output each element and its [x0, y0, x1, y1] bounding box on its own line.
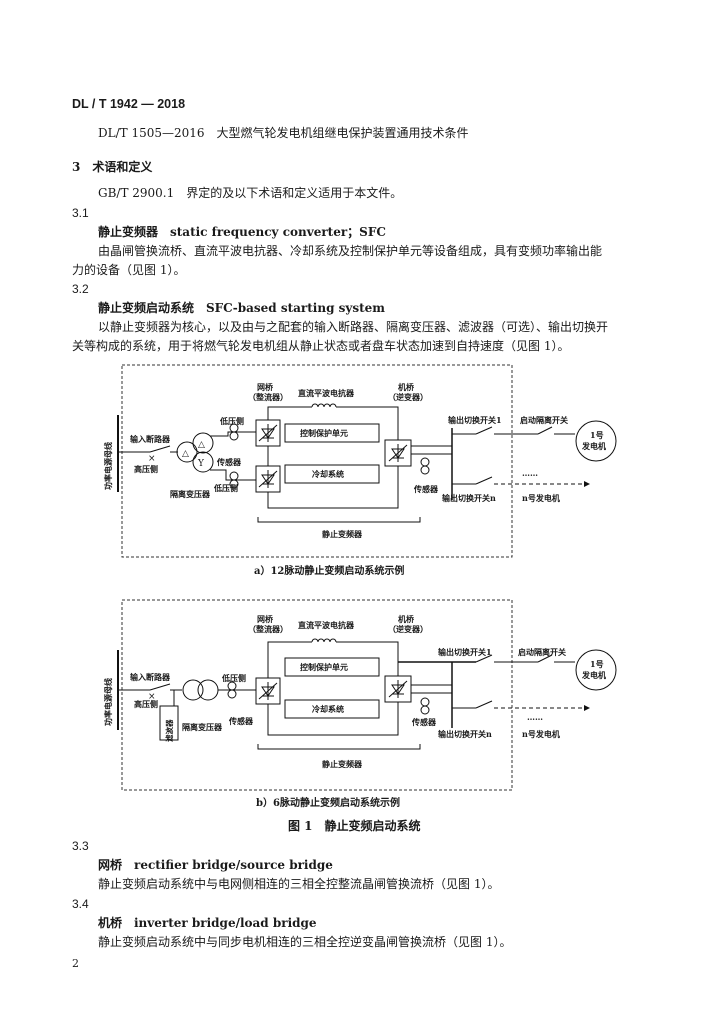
label-start-iso: 启动隔离开关 [518, 647, 566, 657]
label-dots: …… [522, 468, 538, 478]
term-definition: 以静止变频器为核心，以及由与之配套的输入断路器、隔离变压器、滤波器（可选）、输出… [98, 320, 609, 334]
label-cooling: 冷却系统 [312, 704, 344, 714]
output-switch-1 [475, 426, 493, 435]
label-iso-tf: 隔离变压器 [182, 722, 223, 732]
start-isolating-switch [537, 426, 553, 435]
label-lv-side: 低压侧 [219, 416, 244, 426]
label-load-bridge-sub: （逆变器） [388, 624, 428, 634]
start-isolating-switch [537, 654, 553, 663]
label-load-bridge: 机桥 [398, 614, 415, 624]
label-lv-side: 低压侧 [213, 483, 238, 493]
standard-number: DL / T 1942 — 2018 [72, 97, 186, 111]
control-protection-unit [284, 423, 380, 443]
label-out-swn: 输出切换开关n [442, 493, 496, 503]
svg-text:△: △ [182, 449, 189, 459]
label-hv-side: 高压侧 [134, 699, 158, 709]
term-number: 3.2 [72, 282, 89, 296]
label-lv-side: 低压侧 [221, 673, 246, 683]
term-title: 机桥 inverter bridge/load bridge [98, 916, 317, 930]
caption-b: b）6脉动静止变频启动系统示例 [256, 798, 400, 809]
dc-reactor [311, 638, 337, 643]
inverter-bridge [384, 439, 412, 467]
svg-text:△: △ [198, 440, 205, 450]
term-title: 静止变频器 static frequency converter；SFC [98, 225, 386, 239]
isolation-transformer [182, 679, 204, 701]
caption-a: a）12脉动静止变频启动系统示例 [254, 566, 405, 577]
term-definition: 由晶闸管换流桥、直流平波电抗器、冷却系统及控制保护单元等设备组成，具有变频功率输… [98, 244, 603, 258]
label-src-bridge: 网桥 [257, 382, 274, 392]
input-breaker [149, 445, 171, 453]
label-genn: n号发电机 [522, 493, 560, 503]
input-breaker [149, 683, 171, 691]
label-gen1-sub: 发电机 [581, 441, 606, 451]
label-reactor: 直流平波电抗器 [298, 388, 355, 398]
label-control: 控制保护单元 [300, 662, 348, 672]
term-title: 静止变频启动系统 SFC-based starting system [98, 301, 385, 315]
term-title: 网桥 rectifier bridge/source bridge [98, 858, 333, 872]
inverter-bridge [384, 675, 412, 703]
term-number: 3.1 [72, 206, 89, 220]
term-number: 3.4 [72, 897, 89, 911]
normative-reference: DL/T 1505—2016 大型燃气轮发电机组继电保护装置通用技术条件 [98, 126, 469, 140]
cooling-system [284, 699, 380, 719]
label-reactor: 直流平波电抗器 [298, 620, 355, 630]
label-control: 控制保护单元 [300, 428, 348, 438]
label-dots: …… [527, 712, 543, 722]
label-bus: 功率电源母线 [103, 442, 113, 490]
diagram-b-6-pulse: × [117, 599, 617, 791]
label-out-sw1: 输出切换开关1 [448, 415, 502, 425]
label-hv-side: 高压侧 [134, 464, 158, 474]
label-sfc: 静止变频器 [322, 759, 363, 769]
generator-1 [575, 649, 617, 691]
label-sensor: 传感器 [228, 716, 254, 726]
generator-1 [575, 420, 617, 462]
system-boundary [121, 364, 513, 558]
label-out-swn: 输出切换开关n [438, 729, 492, 739]
output-switch-n [475, 476, 493, 485]
label-src-bridge-sub: （整流器） [248, 624, 288, 634]
label-load-bridge-sub: （逆变器） [388, 392, 428, 402]
label-sensor: 传感器 [413, 484, 439, 494]
diagram-a-12-pulse: × △ △ Y [117, 364, 617, 558]
label-sfc: 静止变频器 [322, 529, 363, 539]
label-src-bridge-sub: （整流器） [248, 392, 288, 402]
section-heading: 3 术语和定义 [72, 160, 153, 174]
svg-text:×: × [148, 692, 156, 702]
control-protection-unit [284, 657, 380, 677]
isolation-transformer [176, 441, 198, 463]
label-genn: n号发电机 [522, 729, 560, 739]
label-cooling: 冷却系统 [312, 469, 344, 479]
label-breaker: 输入断路器 [130, 672, 171, 682]
label-start-iso: 启动隔离开关 [520, 415, 568, 425]
label-out-sw1: 输出切换开关1 [438, 647, 492, 657]
label-sensor: 传感器 [411, 717, 437, 727]
label-sensor: 传感器 [216, 457, 242, 467]
cooling-system [284, 464, 380, 484]
label-gen1: 1号 [590, 430, 604, 440]
term-definition: 关等构成的系统，用于将燃气轮发电机组从静止状态或者盘车状态加速到自持速度（见图 … [72, 339, 570, 353]
term-number: 3.3 [72, 839, 89, 853]
section-intro: GB/T 2900.1 界定的及以下术语和定义适用于本文件。 [98, 186, 403, 200]
label-gen1: 1号 [590, 659, 604, 669]
system-boundary [121, 599, 513, 791]
label-iso-tf: 隔离变压器 [170, 489, 211, 499]
output-switch-n [475, 700, 493, 709]
term-definition: 力的设备（见图 1）。 [72, 263, 186, 277]
label-src-bridge: 网桥 [257, 614, 274, 624]
output-switch-1 [475, 654, 493, 663]
dc-reactor [311, 403, 337, 408]
label-filter: 滤波器 [164, 719, 174, 742]
label-gen1-sub: 发电机 [581, 670, 606, 680]
label-breaker: 输入断路器 [130, 434, 171, 444]
figure-title: 图 1 静止变频启动系统 [288, 819, 421, 833]
term-definition: 静止变频启动系统中与电网侧相连的三相全控整流晶闸管换流桥（见图 1）。 [98, 877, 500, 891]
label-bus: 功率电源母线 [103, 678, 113, 726]
label-load-bridge: 机桥 [398, 382, 415, 392]
filter [159, 705, 179, 741]
svg-text:Y: Y [197, 459, 205, 469]
page-number: 2 [72, 957, 79, 970]
term-definition: 静止变频启动系统中与同步电机相连的三相全控逆变晶闸管换流桥（见图 1）。 [98, 935, 512, 949]
svg-text:×: × [148, 454, 156, 464]
